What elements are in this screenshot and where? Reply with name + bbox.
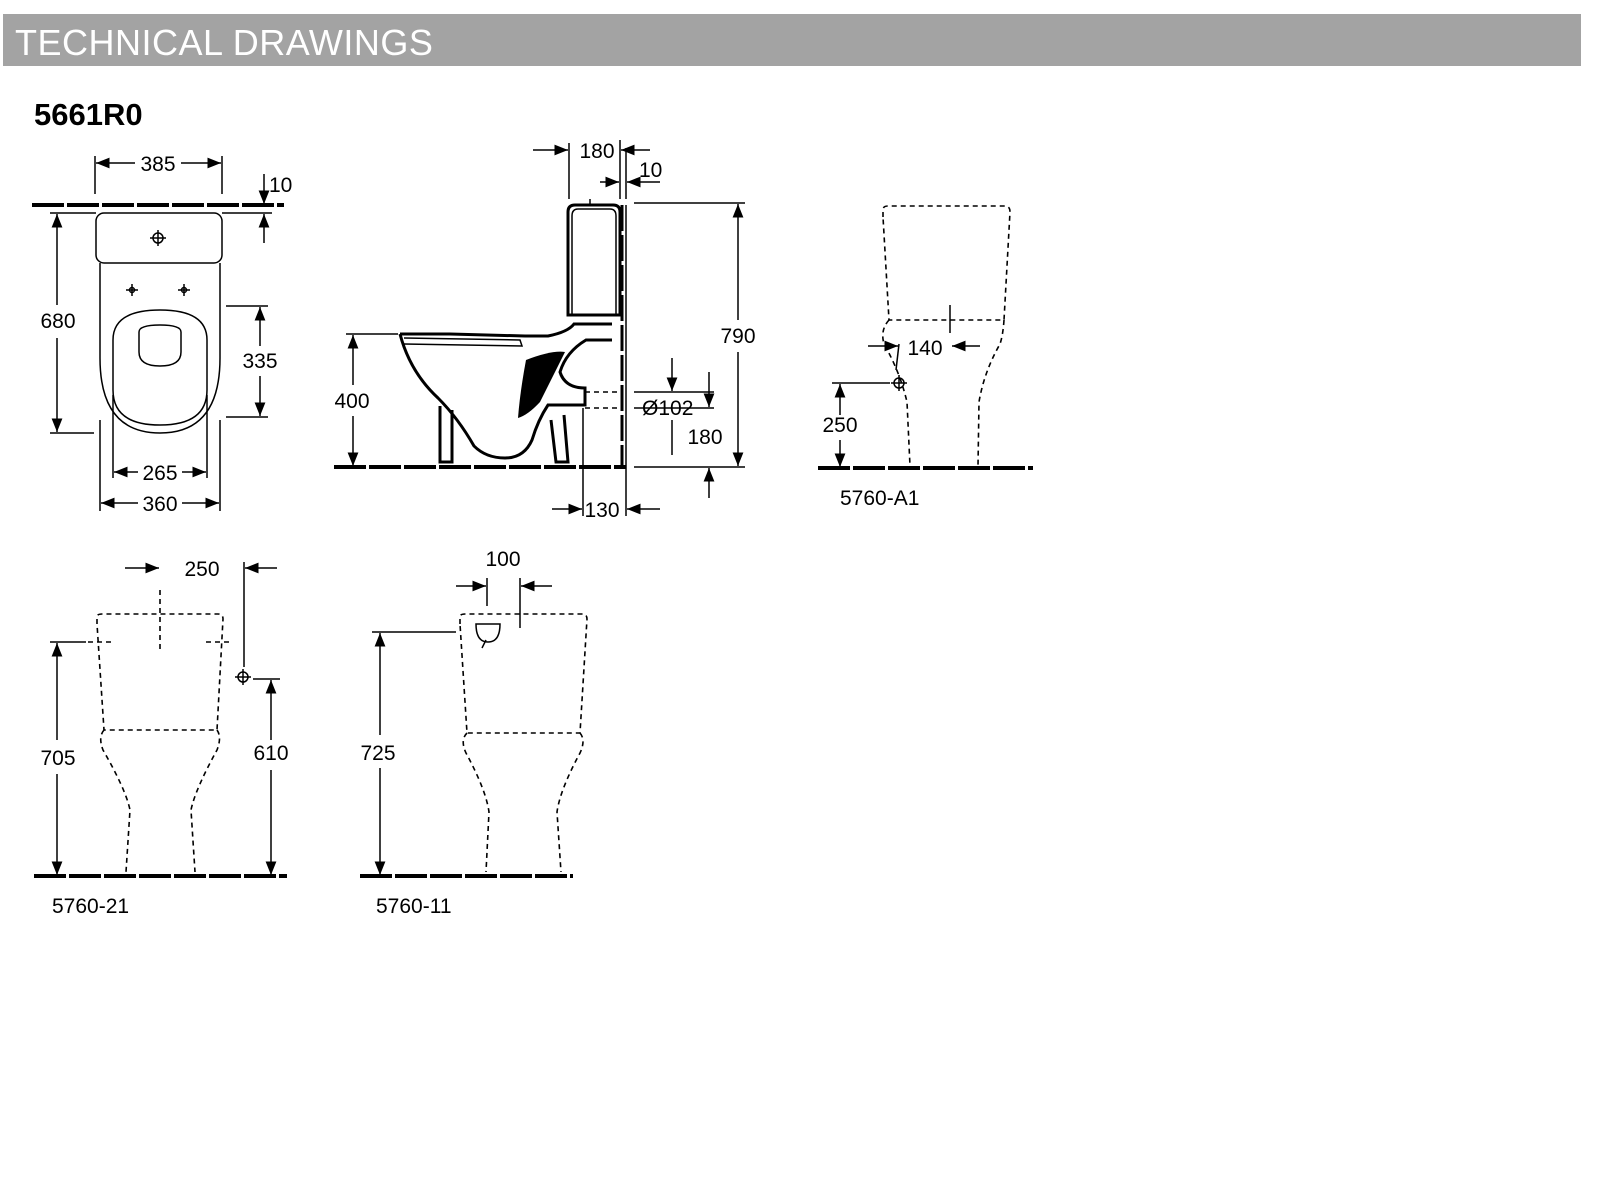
top-view: 385 10 680 335 265 360: [32, 153, 292, 516]
inlet-point-icon: [891, 375, 907, 391]
dim-side-wall-gap: 10: [639, 159, 662, 182]
dim-21-inlet-height: 610: [253, 742, 288, 765]
dim-21-height: 705: [40, 747, 75, 770]
dim-top-width: 385: [140, 153, 175, 176]
dim-total-height: 790: [720, 325, 755, 348]
variant-11-code: 5760-11: [376, 895, 452, 918]
dim-11-height: 725: [360, 742, 395, 765]
dim-outlet-diameter: Ø102: [642, 397, 693, 420]
inlet-point-icon: [235, 669, 251, 685]
variant-a1-code: 5760-A1: [840, 487, 919, 510]
dim-21-inlet-offset: 250: [184, 558, 219, 581]
dim-top-wall-gap: 10: [269, 174, 292, 197]
variant-11-view: 100 725 5760-11: [360, 548, 588, 918]
variant-a1-view: 140 250 5760-A1: [818, 205, 1033, 510]
header-bar: TECHNICAL DRAWINGS: [3, 14, 1581, 66]
toilet-top-outline: [95, 212, 223, 434]
toilet-side-outline: [398, 199, 622, 464]
flush-button-icon: [475, 623, 501, 649]
dim-cistern-depth: 180: [579, 140, 614, 163]
dim-a1-inlet-height: 250: [822, 414, 857, 437]
dim-seat-height: 400: [334, 390, 369, 413]
model-code: 5661R0: [34, 97, 143, 132]
variant-21-view: 250 705 610 5760-21: [34, 558, 289, 918]
side-view: 180 10 790 400 Ø102 180 130: [334, 140, 756, 522]
dim-outlet-offset: 130: [584, 499, 619, 522]
dim-outlet-height: 180: [687, 426, 722, 449]
dim-seat-depth: 335: [242, 350, 277, 373]
dim-a1-inlet-width: 140: [907, 337, 942, 360]
dim-11-inlet-width: 100: [485, 548, 520, 571]
dim-top-depth: 680: [40, 310, 75, 333]
variant-21-code: 5760-21: [52, 895, 129, 918]
dim-seat-width: 265: [142, 462, 177, 485]
mount-point-icon: [150, 230, 166, 246]
dim-bowl-width: 360: [142, 493, 177, 516]
hinge-point-icon: [126, 284, 190, 296]
page-title: TECHNICAL DRAWINGS: [15, 22, 434, 63]
